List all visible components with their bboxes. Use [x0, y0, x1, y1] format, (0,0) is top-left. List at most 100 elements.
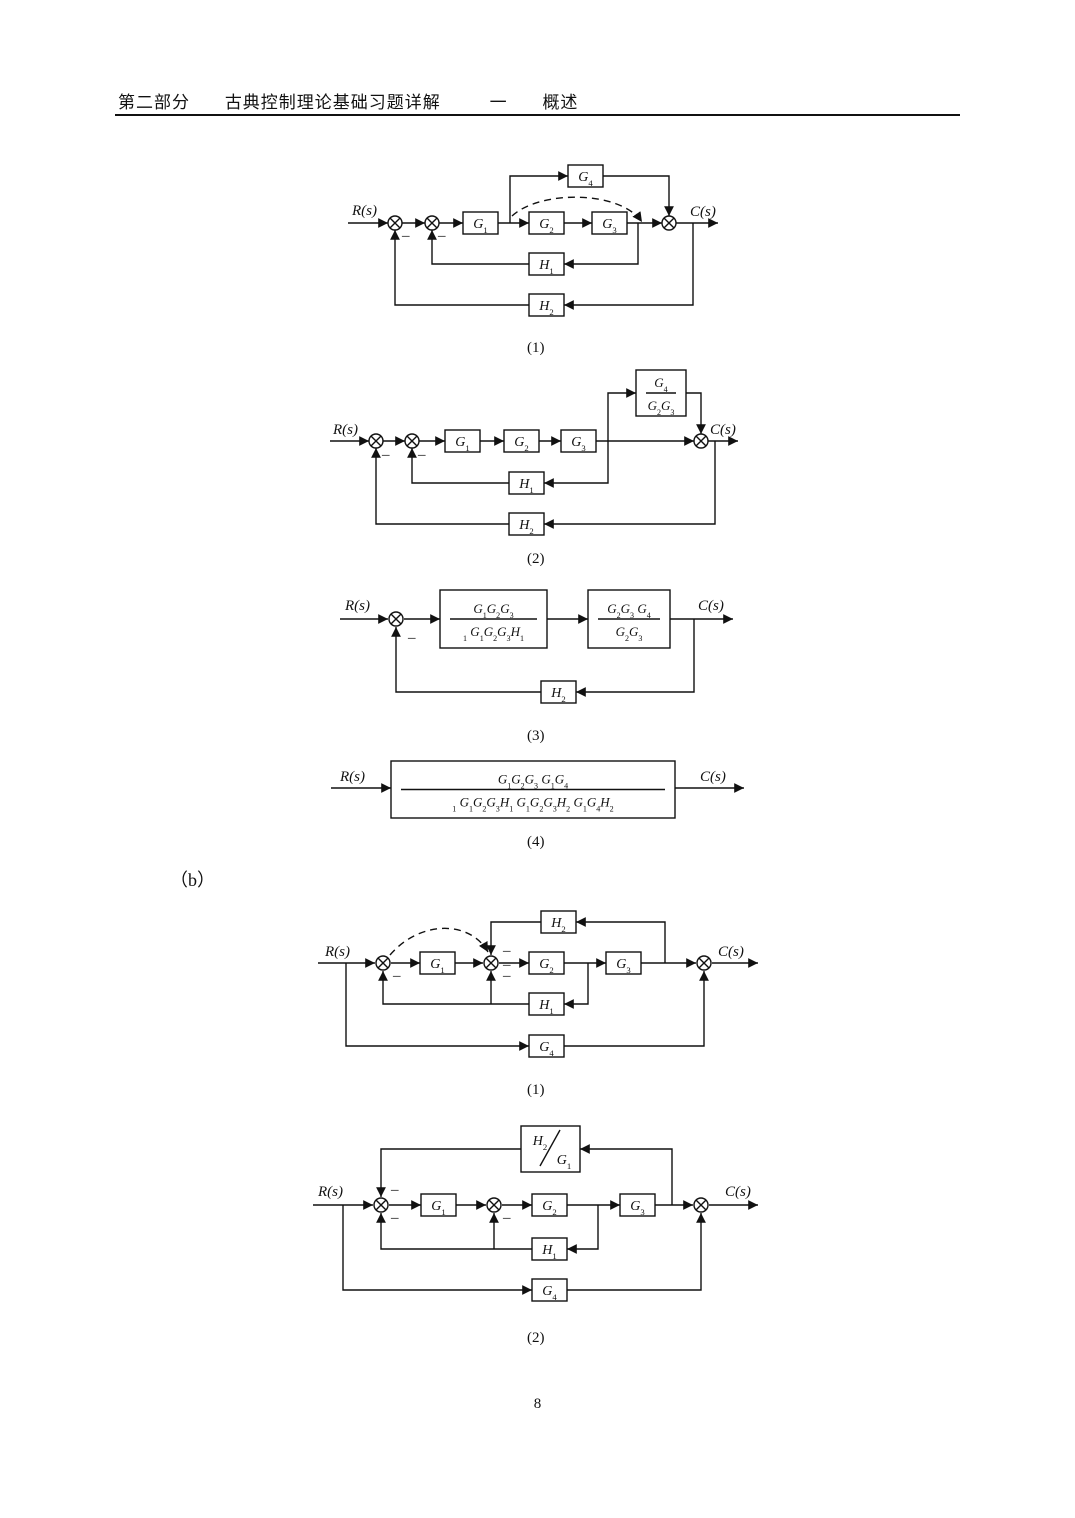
- dashed-move-arrow-b1: [389, 927, 489, 956]
- signal-line: [371, 448, 509, 525]
- signal-line: [376, 1148, 521, 1197]
- summing-cross: [695, 435, 707, 447]
- block-H2-over-G1-b2-numerator: H2: [532, 1134, 547, 1152]
- block-second-a3-denominator: G2G3: [616, 624, 643, 643]
- minus-a1-outer: –: [401, 228, 410, 244]
- signal-line: [686, 392, 706, 434]
- running-header: 第二部分 古典控制理论基础习题详解 一 概述: [118, 88, 578, 113]
- summing-cross: [390, 613, 402, 625]
- signal-line: [376, 1213, 532, 1250]
- summing-cross: [370, 435, 382, 447]
- dashed-move-arrow-a1: [511, 196, 643, 223]
- caption-a4: (4): [527, 834, 545, 850]
- block-G3-b2-label: G3: [630, 1199, 644, 1217]
- minus-b1-mid: –: [502, 957, 511, 973]
- summing-cross: [485, 957, 497, 969]
- minus-a1-inner: –: [437, 228, 446, 244]
- input-label-a2: R(s): [332, 422, 358, 438]
- signal-line: [427, 230, 529, 265]
- minus-b1-first: –: [392, 968, 401, 984]
- block-G3-b1-label: G3: [616, 957, 630, 975]
- signal-line: [567, 1205, 599, 1254]
- summing-cross: [406, 435, 418, 447]
- minus-a2-inner: –: [417, 447, 426, 463]
- signal-line: [576, 619, 695, 697]
- block-G1-b2-label: G1: [431, 1199, 445, 1217]
- summing-cross: [488, 1199, 500, 1211]
- block-H1-b2-label: H1: [541, 1243, 556, 1261]
- output-label-b1: C(s): [718, 944, 744, 960]
- block-G4-a1-label: G4: [578, 170, 593, 188]
- block-G1-b1-label: G1: [430, 957, 444, 975]
- caption-b1: (1): [527, 1082, 545, 1098]
- block-H2-a3-label: H2: [550, 686, 565, 704]
- minus-b1-top: –: [502, 943, 511, 959]
- block-G2-b1-label: G2: [539, 957, 553, 975]
- block-G3-a2-label: G3: [571, 435, 585, 453]
- header-part: 第二部分: [118, 93, 190, 113]
- output-label-a2: C(s): [710, 422, 736, 438]
- page-number: 8: [533, 1396, 542, 1412]
- block-G2-b2-label: G2: [542, 1199, 556, 1217]
- header-chapter-title: 概述: [542, 93, 579, 113]
- output-label-a1: C(s): [690, 204, 716, 220]
- output-label-a4: C(s): [700, 769, 726, 785]
- minus-b2-top: –: [390, 1182, 399, 1198]
- block-G4-over-G2G3-a2-numerator: G4: [654, 375, 667, 394]
- input-label-b1: R(s): [324, 944, 350, 960]
- signal-line: [342, 1205, 532, 1295]
- block-G2-a1-label: G2: [539, 217, 553, 235]
- block-H2-a1-label: H2: [538, 299, 553, 317]
- input-label-a1: R(s): [351, 203, 377, 219]
- signal-line: [564, 963, 589, 1009]
- caption-a1: (1): [527, 340, 545, 356]
- signal-line: [544, 441, 716, 529]
- minus-a3: –: [407, 630, 416, 646]
- signal-line: [345, 963, 529, 1051]
- signal-line: [564, 971, 709, 1047]
- block-H2-b1-label: H2: [550, 916, 565, 934]
- block-G2-a2-label: G2: [514, 435, 528, 453]
- minus-b1-second: –: [502, 968, 511, 984]
- signal-line: [576, 917, 666, 963]
- caption-a2: (2): [527, 551, 545, 567]
- summing-cross: [375, 1199, 387, 1211]
- minus-b2-second: –: [502, 1210, 511, 1226]
- minus-a2-outer: –: [381, 447, 390, 463]
- block-H1-b1-label: H1: [538, 998, 553, 1016]
- block-H2-over-G1-b2-slash: [539, 1129, 561, 1167]
- signal-line: [391, 627, 541, 693]
- summing-cross: [663, 217, 675, 229]
- signal-line: [607, 388, 636, 441]
- minus-b2-first: –: [390, 1210, 399, 1226]
- input-label-a3: R(s): [344, 598, 370, 614]
- block-G1-a2-label: G1: [455, 435, 469, 453]
- block-forward-a3-denominator: 1 G1G2G3H1: [463, 624, 524, 643]
- summing-cross: [426, 217, 438, 229]
- block-closed-loop-a4-denominator: 1 G1G2G3H1 G1G2G3H2 G1G4H2: [452, 795, 613, 814]
- signal-line: [580, 1144, 673, 1205]
- block-G3-a1-label: G3: [602, 217, 616, 235]
- block-G4-over-G2G3-a2-denominator: G2G3: [648, 398, 675, 417]
- section-label-b: （b）: [170, 870, 215, 890]
- input-label-a4: R(s): [339, 769, 365, 785]
- header-chapter-number: 一: [489, 93, 508, 113]
- block-H2-a2-label: H2: [518, 518, 533, 536]
- block-G4-b1-label: G4: [539, 1040, 554, 1058]
- block-forward-a3-numerator: G1G2G3: [473, 601, 513, 620]
- signal-line: [564, 223, 639, 269]
- signal-line: [378, 971, 529, 1005]
- input-label-b2: R(s): [317, 1184, 343, 1200]
- block-H1-a2-label: H1: [518, 477, 533, 495]
- summing-cross: [377, 957, 389, 969]
- caption-a3: (3): [527, 728, 545, 744]
- signal-line: [390, 230, 529, 306]
- output-label-a3: C(s): [698, 598, 724, 614]
- block-G1-a1-label: G1: [473, 217, 487, 235]
- signal-line: [567, 1213, 706, 1291]
- summing-cross: [698, 957, 710, 969]
- header-rule: [115, 114, 960, 116]
- signal-line: [407, 448, 509, 484]
- block-H1-a1-label: H1: [538, 258, 553, 276]
